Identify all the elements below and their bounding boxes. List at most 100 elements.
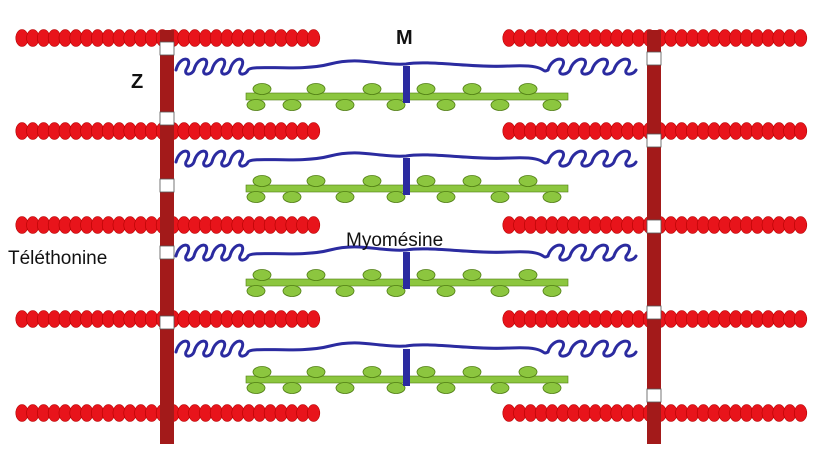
myosin-head	[416, 269, 436, 281]
m-line-bar	[403, 349, 410, 386]
myosin-filament	[245, 349, 569, 394]
telethonin-square	[159, 41, 175, 56]
titin-left-half	[174, 57, 550, 76]
myosin-head	[246, 191, 266, 203]
actin-filament	[15, 122, 321, 140]
myosin-head	[335, 382, 355, 394]
titin-layer	[174, 57, 638, 358]
actin-bead	[307, 29, 321, 47]
myosin-head	[518, 269, 538, 281]
myosin-head	[386, 285, 406, 297]
myosin-head	[542, 285, 562, 297]
actin-filament	[15, 404, 321, 422]
myosin-head	[306, 366, 326, 378]
telethonin-square	[646, 388, 662, 403]
telethonin-square	[646, 305, 662, 320]
actin-filament	[15, 216, 321, 234]
actin-bead	[307, 216, 321, 234]
myosin-head	[362, 175, 382, 187]
myosin-layer	[245, 66, 569, 394]
myosin-head	[246, 382, 266, 394]
myosin-head	[335, 285, 355, 297]
myosin-head	[252, 269, 272, 281]
titin-right-coil	[546, 57, 638, 76]
myosin-head	[386, 382, 406, 394]
titin-right-coil	[546, 149, 638, 168]
titin-filament	[174, 149, 638, 168]
titin-filament	[174, 243, 638, 262]
myosin-head	[246, 285, 266, 297]
z-disc-label: Z	[131, 71, 143, 93]
titin-right-coil	[546, 243, 638, 262]
actin-bead	[794, 29, 808, 47]
telethonin-layer	[159, 41, 662, 403]
myosin-head	[462, 366, 482, 378]
z-disc-layer	[160, 30, 661, 444]
myosin-head	[282, 191, 302, 203]
titin-filament	[174, 339, 638, 358]
myosin-head	[362, 269, 382, 281]
telethonin-square	[646, 133, 662, 148]
myosin-head	[416, 175, 436, 187]
myosin-head	[436, 382, 456, 394]
telethonin-square	[646, 51, 662, 66]
myosin-head	[542, 191, 562, 203]
myosin-head	[416, 83, 436, 95]
myosin-head	[436, 191, 456, 203]
myosin-head	[490, 285, 510, 297]
myomesin-label: Myomésine	[346, 230, 443, 251]
myosin-head	[462, 83, 482, 95]
titin-right-coil	[546, 339, 638, 358]
telethonin-square	[159, 111, 175, 126]
myosin-head	[306, 175, 326, 187]
myosin-head	[386, 99, 406, 111]
telethonin-square	[159, 315, 175, 330]
telethonin-square	[646, 219, 662, 234]
myosin-head	[490, 99, 510, 111]
z-disc-left	[160, 30, 174, 444]
myosin-head	[436, 285, 456, 297]
myosin-head	[246, 99, 266, 111]
actin-bead	[794, 216, 808, 234]
titin-left-half	[174, 243, 550, 262]
myosin-head	[416, 366, 436, 378]
myosin-head	[282, 285, 302, 297]
myosin-head	[518, 83, 538, 95]
m-line-bar	[403, 66, 410, 103]
actin-bead	[794, 122, 808, 140]
myosin-head	[518, 175, 538, 187]
m-line-bar	[403, 252, 410, 289]
myosin-head	[518, 366, 538, 378]
actin-filament	[15, 29, 321, 47]
myosin-head	[386, 191, 406, 203]
myosin-head	[490, 382, 510, 394]
myosin-head	[252, 366, 272, 378]
actin-bead	[307, 122, 321, 140]
myosin-head	[306, 83, 326, 95]
actin-bead	[307, 404, 321, 422]
titin-left-half	[174, 149, 550, 168]
titin-left-half	[174, 339, 550, 358]
actin-filament	[502, 122, 808, 140]
myosin-head	[282, 99, 302, 111]
myosin-head	[335, 99, 355, 111]
actin-filament	[502, 310, 808, 328]
actin-bead	[794, 310, 808, 328]
actin-filament	[502, 404, 808, 422]
actin-bead	[307, 310, 321, 328]
actin-bead	[794, 404, 808, 422]
myosin-head	[462, 269, 482, 281]
titin-filament	[174, 57, 638, 76]
myosin-filament	[245, 66, 569, 111]
m-line-label: M	[396, 27, 413, 49]
myosin-head	[436, 99, 456, 111]
myosin-head	[252, 175, 272, 187]
myosin-filament	[245, 158, 569, 203]
telethonin-square	[159, 245, 175, 260]
myosin-filament	[245, 252, 569, 297]
telethonin-label: Téléthonine	[8, 248, 107, 269]
myosin-head	[252, 83, 272, 95]
myosin-head	[335, 191, 355, 203]
